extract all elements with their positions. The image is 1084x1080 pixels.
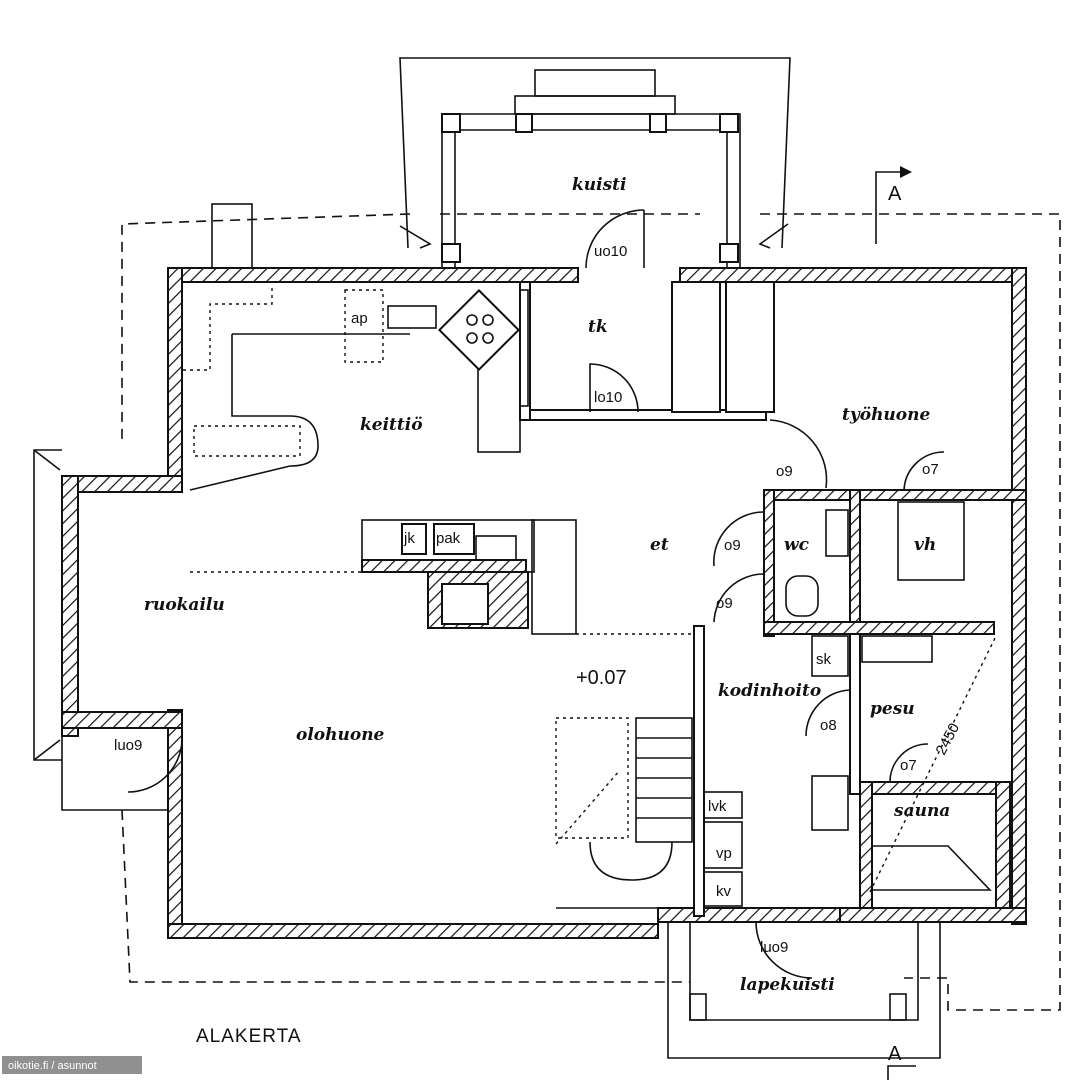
room-tyohuone: työhuone [842,405,930,425]
room-vh: vh [914,535,936,555]
door-luo9-lapekuisti: luo9 [760,939,788,956]
room-et: et [650,535,669,555]
label-ap: ap [351,310,368,327]
room-wc: wc [784,535,810,555]
label-kv: kv [716,883,732,900]
room-ruokailu: ruokailu [144,595,225,615]
lapekuisti-porch [667,921,941,1059]
label-jk: jk [403,530,415,547]
kitchen-counters [180,288,529,491]
room-tk: tk [588,317,608,337]
section-markers [875,166,916,1080]
floor-level: +0.07 [576,667,627,689]
ruokailu-bay [33,449,168,811]
fireplace-island [190,519,694,635]
door-o9-kodinhoito: o9 [716,595,733,612]
door-lo10: lo10 [594,389,622,406]
label-pak: pak [436,530,461,547]
stairs [555,717,693,909]
room-sauna: sauna [893,801,950,821]
room-kuisti: kuisti [572,175,626,195]
door-o7-vh: o7 [922,461,939,478]
section-marker-top: A [888,183,902,205]
room-lapekuisti: lapekuisti [740,975,835,995]
door-o9-tyohuone: o9 [776,463,793,480]
door-o8: o8 [820,717,837,734]
ceiling-dimension: 2450 [933,720,964,757]
interior-walls [519,281,1027,917]
watermark: oikotie.fi / asunnot [8,1060,97,1072]
door-uo10: uo10 [594,243,627,260]
kuisti-porch [399,57,791,269]
room-keittio: keittiö [360,415,423,435]
room-kodinhoito: kodinhoito [718,681,821,701]
door-o9-wc: o9 [724,537,741,554]
label-lvk: lvk [708,798,727,815]
plan-title: ALAKERTA [196,1026,302,1047]
watermark-bg [2,1056,142,1074]
room-pesu: pesu [870,699,915,719]
door-swings [127,363,945,793]
door-o7-sauna: o7 [900,757,917,774]
chimney [211,203,253,269]
utility-fixtures [703,501,997,907]
door-luo9-ruokailu: luo9 [114,737,142,754]
room-olohuone: olohuone [296,725,385,745]
label-sk: sk [816,651,832,668]
label-vp: vp [716,845,732,862]
section-marker-bottom: A [888,1043,902,1065]
